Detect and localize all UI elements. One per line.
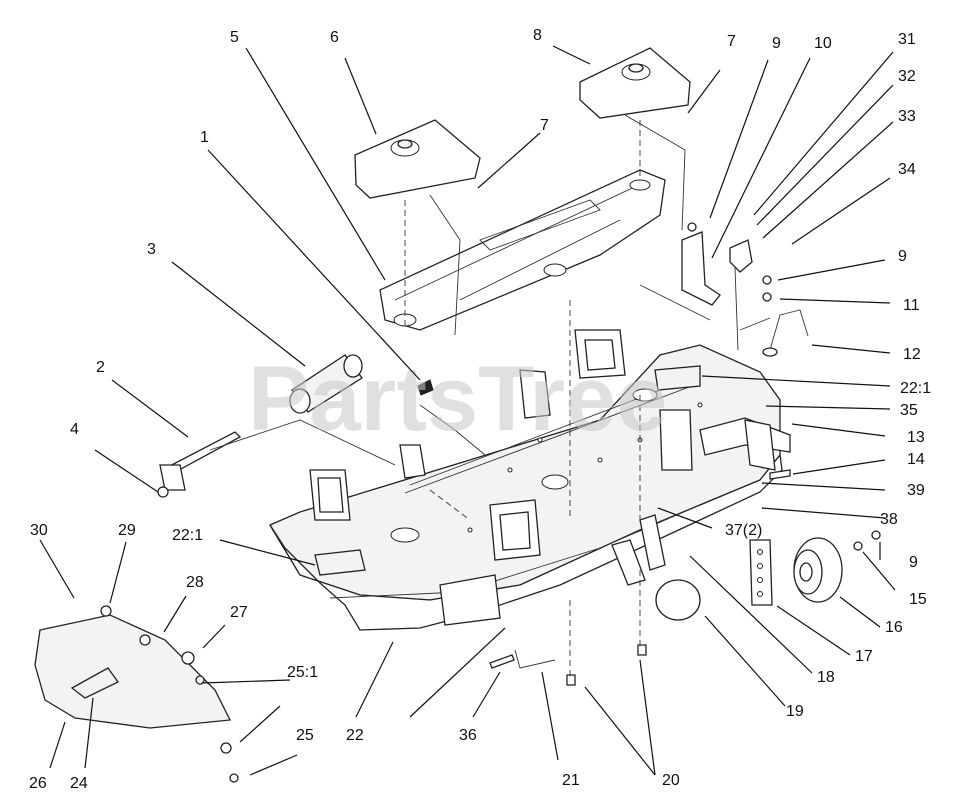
gauge-wheel-assembly [681, 222, 881, 606]
mounting-bracket-assembly [379, 169, 666, 331]
callout-28: 29 [118, 522, 136, 539]
callout-9: 9 [772, 35, 781, 52]
spindle-covers [354, 47, 691, 199]
callout-16: 16 [885, 619, 903, 636]
callout-6: 6 [330, 29, 339, 46]
callout-22: 22 [346, 727, 364, 744]
callout-19: 19 [786, 703, 804, 720]
roller-assembly [157, 354, 434, 498]
assembly-guidelines [209, 114, 771, 680]
chute-and-fasteners [439, 514, 701, 686]
callout-23: 25 [296, 727, 314, 744]
callout-22-1: 22:1 [900, 380, 931, 397]
callout-27: 28 [186, 574, 204, 591]
callout-9: 9 [909, 554, 918, 571]
callout-2: 2 [96, 359, 105, 376]
callout-3: 3 [147, 241, 156, 258]
callout-7: 7 [540, 117, 549, 134]
callout-33: 34 [898, 161, 916, 178]
callout-labels: 5 6 8 7 7 1 3 2 4 9 10 31 32 33 34 9 11 … [29, 27, 931, 792]
callout-32: 33 [898, 108, 916, 125]
callout-13: 13 [907, 429, 925, 446]
callout-25-1: 24 [70, 775, 88, 792]
callout-5: 5 [230, 29, 239, 46]
blade-cover-assembly [34, 605, 239, 783]
callout-37-2: 38 [880, 511, 898, 528]
callout-26: 27 [230, 604, 248, 621]
callout-10: 10 [814, 35, 832, 52]
callout-8: 8 [533, 27, 542, 44]
callout-11: 11 [903, 297, 920, 314]
callout-4: 4 [70, 421, 79, 438]
watermark: PartsTree [248, 348, 667, 450]
callout-30: 31 [898, 31, 916, 48]
callout-20: 20 [662, 772, 680, 789]
callout-35: 36 [459, 727, 477, 744]
callout-22-1: 22:1 [172, 527, 203, 544]
callout-21: 21 [562, 772, 580, 789]
callout-31: 32 [898, 68, 916, 85]
callout-38: 39 [907, 482, 925, 499]
callout-1: 1 [200, 129, 209, 146]
callout-17: 17 [855, 648, 873, 665]
callout-36: 37(2) [725, 522, 762, 539]
callout-9: 9 [898, 248, 907, 265]
deck-housing [269, 329, 783, 631]
callout-34: 35 [900, 402, 918, 419]
callout-15: 15 [909, 591, 927, 608]
leader-lines [39, 45, 896, 776]
callout-12: 12 [903, 346, 921, 363]
callout-7: 7 [727, 33, 736, 50]
callout-24: 25:1 [287, 664, 318, 681]
callout-29: 30 [30, 522, 48, 539]
callout-25: 26 [29, 775, 47, 792]
callout-18: 18 [817, 669, 835, 686]
callout-14: 14 [907, 451, 925, 468]
